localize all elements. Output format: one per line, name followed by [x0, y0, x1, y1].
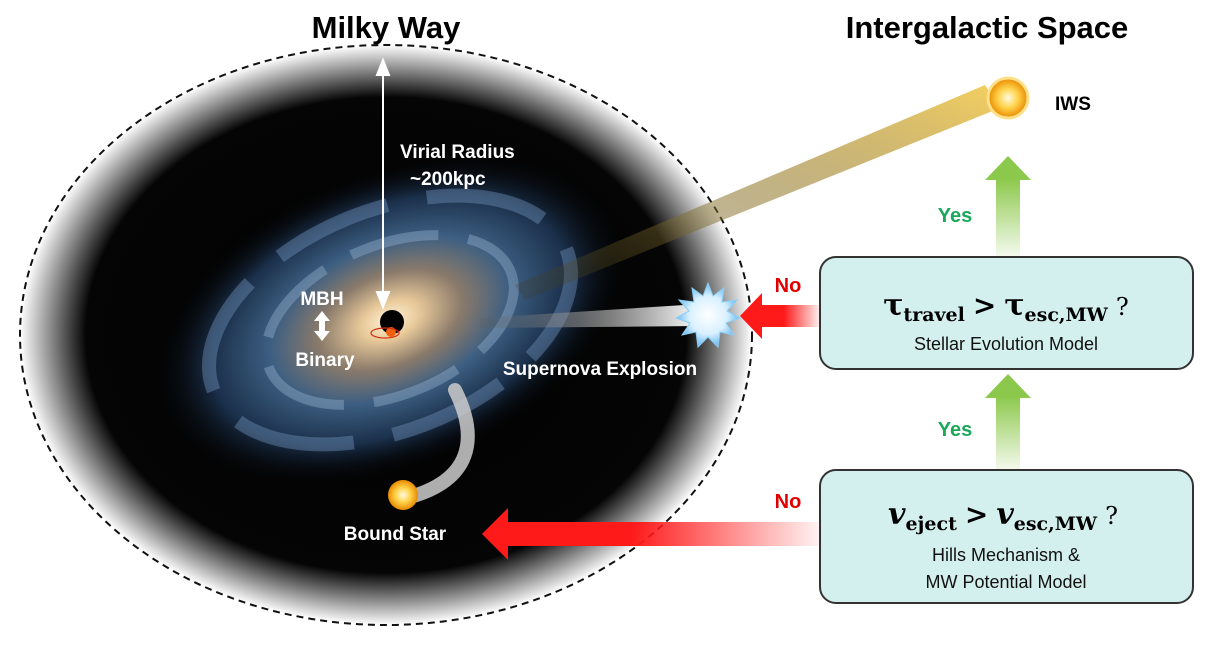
yes-label-bottom: Yes: [938, 419, 972, 441]
mw-potential-caption: MW Potential Model: [925, 572, 1086, 592]
stellar-evolution-caption: Stellar Evolution Model: [914, 334, 1098, 354]
binary-label: Binary: [295, 350, 355, 371]
iws-label: IWS: [1055, 94, 1091, 115]
yes-arrow-top: [985, 156, 1031, 256]
no-label-top: No: [775, 275, 802, 297]
iws-star-icon: [986, 76, 1030, 120]
yes-arrow-bottom: [985, 374, 1031, 470]
virial-radius-arrow: [375, 57, 391, 310]
bound-star-label: Bound Star: [344, 524, 447, 545]
mbh-label: MBH: [300, 289, 343, 310]
ejection-velocity-condition: veject>vesc,MW?: [888, 497, 1118, 535]
ejection-beam-iws: [515, 85, 1000, 300]
supernova-icon: [674, 281, 742, 349]
title-intergalactic-space: Intergalactic Space: [846, 10, 1129, 45]
virial-radius-label: Virial Radius: [400, 142, 515, 163]
bound-star-icon: [388, 480, 418, 510]
yes-label-top: Yes: [938, 205, 972, 227]
ejection-velocity-box: veject>vesc,MW? Hills Mechanism & MW Pot…: [819, 469, 1194, 604]
no-arrow-bottom: [482, 508, 820, 560]
supernova-label: Supernova Explosion: [503, 359, 697, 380]
no-label-bottom: No: [775, 491, 802, 513]
bound-star-trail: [403, 383, 475, 504]
hills-mechanism-caption: Hills Mechanism &: [932, 545, 1080, 565]
virial-radius-value: ~200kpc: [410, 169, 486, 190]
no-arrow-top: [740, 293, 820, 339]
travel-time-condition: τtravel>τesc,MW?: [883, 288, 1129, 326]
travel-time-box: τtravel>τesc,MW? Stellar Evolution Model: [819, 256, 1194, 370]
title-milky-way: Milky Way: [312, 10, 461, 45]
ejection-beam-supernova: [480, 304, 700, 328]
double-arrow-icon: [314, 311, 330, 341]
